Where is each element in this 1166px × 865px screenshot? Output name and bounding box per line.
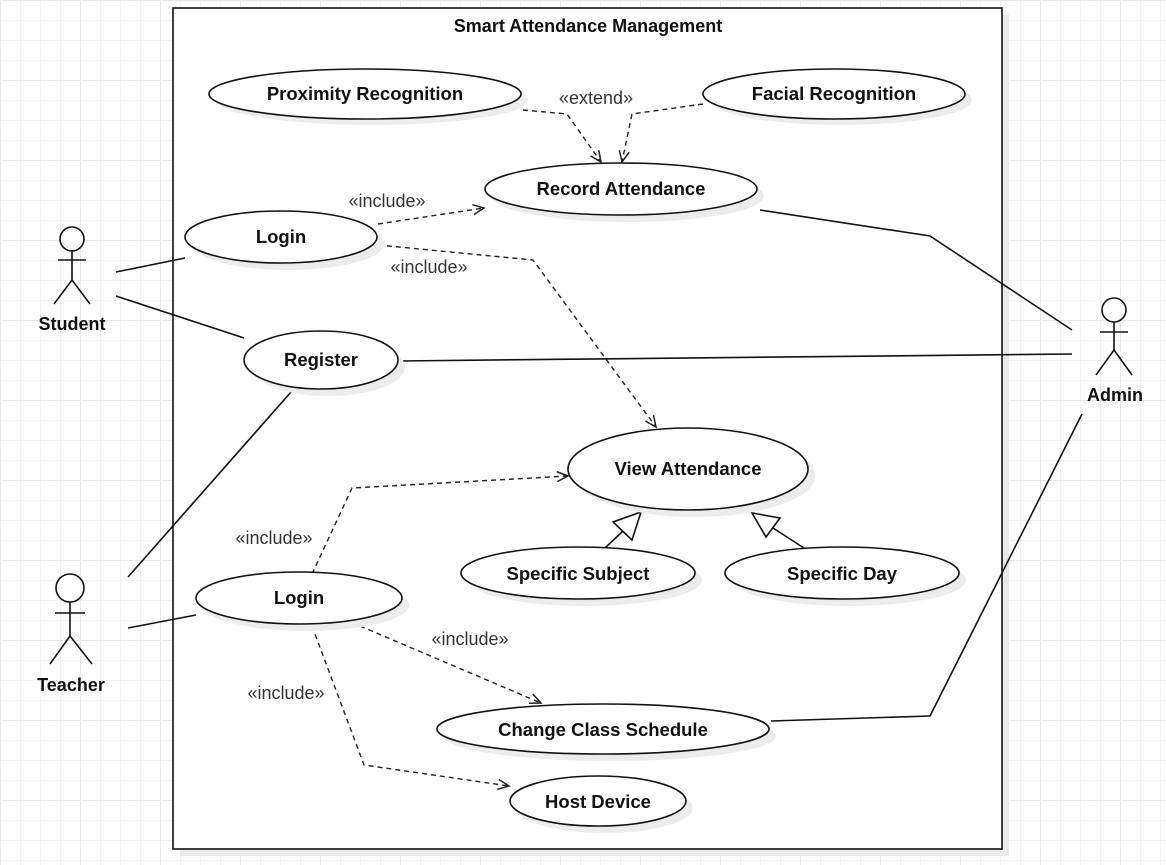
use-case-ellipse — [702, 68, 966, 120]
use-case-proximity-recognition[interactable]: Proximity Recognition — [208, 68, 528, 125]
stick-figure-icon — [1095, 297, 1133, 376]
stereotype-include-teacher-view: «include» — [235, 528, 312, 548]
associations — [115, 209, 1083, 722]
use-case-register[interactable]: Register — [243, 330, 405, 396]
assoc-admin-change-schedule — [770, 413, 1083, 722]
use-case-label: Host Device — [545, 791, 651, 812]
use-case-record-attendance[interactable]: Record Attendance — [484, 162, 764, 222]
use-case-ellipse — [208, 68, 522, 120]
use-case-facial-recognition[interactable]: Facial Recognition — [702, 68, 972, 125]
use-case-login-student[interactable]: Login — [184, 210, 384, 270]
system-title: Smart Attendance Management — [454, 16, 722, 36]
use-case-ellipse — [509, 775, 687, 827]
stereotype-extend: «extend» — [559, 88, 633, 108]
stick-figure-icon — [53, 226, 91, 305]
include-teacher-schedule — [359, 625, 543, 705]
use-case-label: Proximity Recognition — [267, 83, 463, 104]
use-case-label: Specific Subject — [507, 563, 650, 584]
use-case-label: Change Class Schedule — [498, 719, 708, 740]
dependencies — [311, 103, 704, 791]
use-case-ellipse — [460, 546, 696, 600]
use-case-view-attendance[interactable]: View Attendance — [567, 427, 815, 517]
actor-admin[interactable]: Admin — [1087, 297, 1143, 405]
use-case-specific-day[interactable]: Specific Day — [724, 546, 966, 606]
use-case-ellipse — [436, 703, 770, 755]
actor-student[interactable]: Student — [39, 226, 106, 334]
include-teacher-view — [311, 470, 570, 575]
assoc-student-login — [115, 257, 186, 273]
use-case-ellipse — [484, 162, 758, 216]
use-case-label: Specific Day — [787, 563, 898, 584]
actor-label: Admin — [1087, 385, 1143, 405]
use-case-specific-subject[interactable]: Specific Subject — [460, 546, 702, 606]
use-case-ellipse — [195, 571, 403, 625]
include-login-view — [377, 244, 658, 429]
use-case-ellipse — [184, 210, 378, 264]
assoc-teacher-login — [127, 614, 197, 629]
use-case-host-device[interactable]: Host Device — [509, 775, 693, 833]
use-case-change-class-schedule[interactable]: Change Class Schedule — [436, 703, 776, 761]
generalizations — [604, 510, 805, 549]
stereotype-include-login-view: «include» — [390, 257, 467, 277]
generalization-subject-head — [611, 510, 643, 542]
generalization-subject-line — [604, 529, 625, 549]
actor-label: Student — [39, 314, 106, 334]
use-case-label: Record Attendance — [537, 178, 706, 199]
use-case-label: Login — [256, 226, 306, 247]
include-teacher-host — [311, 625, 511, 791]
use-case-label: View Attendance — [614, 458, 761, 479]
assoc-teacher-register — [127, 391, 292, 578]
actor-label: Teacher — [37, 675, 105, 695]
use-case-label: Facial Recognition — [752, 83, 916, 104]
actor-teacher[interactable]: Teacher — [37, 573, 105, 695]
assoc-admin-record-attendance — [759, 209, 1073, 331]
assoc-student-register — [115, 295, 245, 339]
use-case-ellipse — [567, 427, 809, 511]
stick-figure-icon — [49, 573, 93, 665]
use-case-label: Login — [274, 587, 324, 608]
use-case-login-teacher[interactable]: Login — [195, 571, 409, 631]
use-case-ellipse — [243, 330, 399, 390]
extend-proximity-record — [522, 109, 603, 164]
stereotype-include-teacher-schedule: «include» — [431, 629, 508, 649]
use-case-ellipse — [724, 546, 960, 600]
use-case-label: Register — [284, 349, 358, 370]
stereotype-include-login-record: «include» — [348, 191, 425, 211]
assoc-admin-register — [397, 353, 1073, 362]
generalization-day-line — [772, 527, 805, 549]
stereotype-include-teacher-host: «include» — [247, 683, 324, 703]
generalization-day-head — [750, 511, 782, 539]
